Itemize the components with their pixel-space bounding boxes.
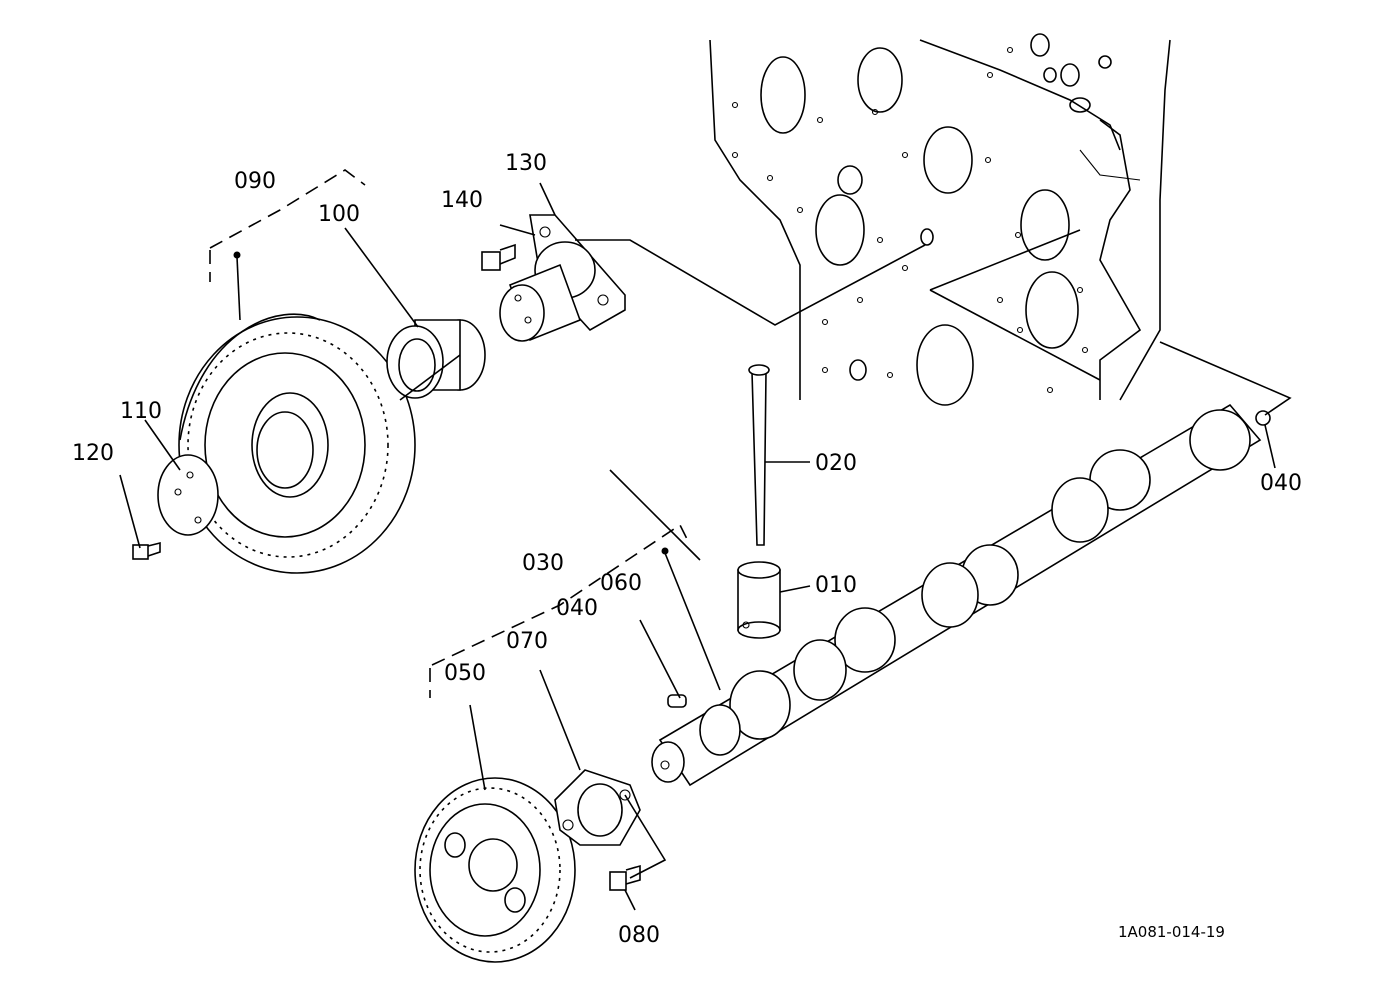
bolt-140 <box>481 243 516 271</box>
idle-gear-shaft <box>499 214 626 342</box>
callout-060: 060 <box>600 571 642 596</box>
callout-120: 120 <box>72 441 114 466</box>
callout-040: 040 <box>556 596 598 621</box>
camshaft-thrust-plate <box>554 769 641 846</box>
callout-100: 100 <box>318 202 360 227</box>
leader-lines <box>119 169 1292 911</box>
bolt-120 <box>132 541 161 560</box>
callout-130: 130 <box>505 151 547 176</box>
callout-020: 020 <box>815 451 857 476</box>
callout-090: 090 <box>234 169 276 194</box>
callout-110: 110 <box>120 399 162 424</box>
bolt-080 <box>609 864 641 891</box>
callout-050: 050 <box>444 661 486 686</box>
callout-030: 030 <box>522 551 564 576</box>
camshaft <box>651 403 1262 787</box>
push-rod <box>748 364 770 546</box>
thrust-plate <box>157 454 219 536</box>
idle-gear <box>178 313 416 574</box>
tappet <box>737 561 781 639</box>
callout-140: 140 <box>441 188 483 213</box>
callout-010: 010 <box>815 573 857 598</box>
engine-block <box>709 33 1171 406</box>
bushing <box>386 319 486 399</box>
callout-080: 080 <box>618 923 660 948</box>
callout-040-plug: 040 <box>1260 471 1302 496</box>
callout-070: 070 <box>506 629 548 654</box>
camshaft-gear <box>414 777 576 963</box>
drawing-code: 1A081-014-19 <box>1118 923 1225 941</box>
